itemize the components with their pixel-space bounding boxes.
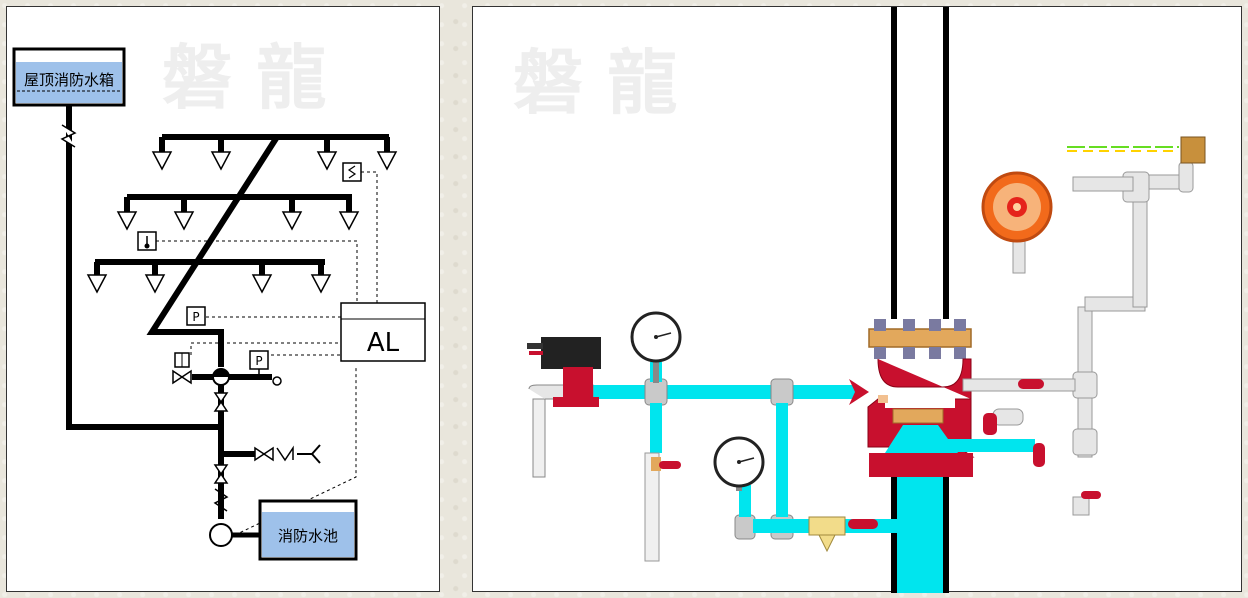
alarm-bell-icon	[981, 171, 1053, 243]
fire-pool: 消防水池	[258, 499, 358, 561]
sprinkler-head-icon	[310, 274, 332, 294]
check-valve-icon	[60, 124, 77, 148]
solenoid-valve-icon	[527, 337, 601, 407]
alarm-line-pipe	[943, 439, 1035, 452]
watermark: 磐 龍	[513, 41, 677, 124]
pump-adapter-icon	[297, 444, 321, 464]
check-valve-icon	[276, 445, 294, 462]
flow-indicator-icon	[137, 231, 157, 251]
sprinkler-head-icon	[210, 151, 232, 171]
test-valve-handle	[651, 457, 681, 471]
valve-station-panel: 磐 龍	[472, 6, 1242, 593]
pipe-elbow	[734, 514, 756, 540]
check-valve-icon	[849, 379, 869, 405]
alarm-valve-body	[867, 358, 975, 477]
roof-tank-label: 屋顶消防水箱	[24, 71, 114, 89]
sprinkler-head-icon	[144, 274, 166, 294]
pressure-gauge-icon	[713, 436, 765, 491]
gate-valve-icon	[213, 392, 229, 412]
pipe-tee	[770, 378, 794, 406]
strainer-icon	[808, 516, 846, 553]
sprinkler-head-icon	[338, 211, 360, 231]
sprinkler-head-icon	[316, 151, 338, 171]
drain-valve-icon	[172, 352, 192, 385]
sprinkler-head-icon	[173, 211, 195, 231]
alarm-valve-illustration: 磐 龍	[513, 7, 1206, 593]
sprinkler-head-icon	[376, 151, 398, 171]
check-valve-icon	[213, 488, 229, 512]
flow-switch-icon	[1180, 136, 1206, 164]
gate-valve-icon	[254, 446, 274, 462]
sprinkler-head-icon	[251, 274, 273, 294]
test-valve-icon	[342, 162, 362, 182]
tank-riser-pipe	[66, 105, 221, 430]
roof-tank: 屋顶消防水箱	[12, 47, 126, 107]
bypass-pipe	[593, 385, 855, 399]
sprinkler-head-icon	[86, 274, 108, 294]
sprinkler-head-icon	[151, 151, 173, 171]
sprinkler-head-icon	[116, 211, 138, 231]
supply-riser	[894, 477, 946, 593]
watermark: 磐 龍	[162, 36, 326, 119]
drain-pipe	[776, 403, 788, 517]
pressure-switch-icon: P	[249, 350, 269, 377]
branch-pipes	[94, 134, 390, 367]
top-flange	[868, 319, 972, 359]
pressure-switch-icon: P	[186, 306, 206, 326]
alarm-label: AL	[367, 328, 400, 358]
drain-pipe-grey	[644, 452, 660, 562]
svg-text:P: P	[192, 310, 199, 324]
fire-pool-label: 消防水池	[278, 527, 338, 545]
pressure-gauge-icon	[630, 311, 682, 383]
sprinkler-schematic: 磐 龍 屋顶消防水箱	[12, 36, 426, 561]
svg-text:P: P	[255, 354, 262, 368]
schematic-panel: 磐 龍 屋顶消防水箱	[6, 6, 440, 592]
gate-valve-icon	[213, 464, 229, 484]
alarm-valve-icon	[212, 368, 230, 386]
alarm-box: AL	[340, 302, 426, 362]
sprinkler-head-icon	[281, 211, 303, 231]
drain-valve-handle	[848, 519, 878, 529]
pump-icon	[209, 523, 233, 547]
